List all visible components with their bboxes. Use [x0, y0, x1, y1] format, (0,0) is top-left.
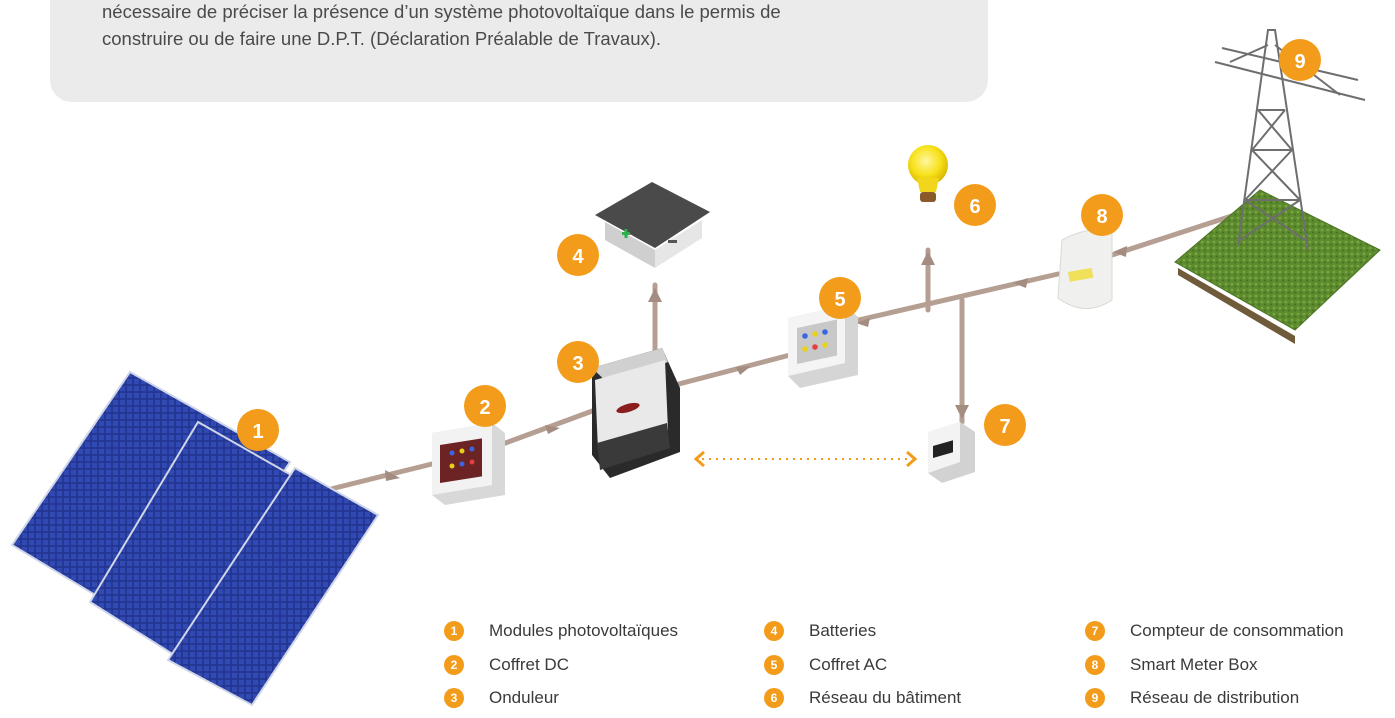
power-pylon [1174, 29, 1381, 344]
legend-number: 4 [764, 621, 784, 641]
legend-label: Réseau de distribution [1130, 688, 1300, 707]
svg-text:8: 8 [1096, 206, 1107, 228]
legend-item-5: 5 Coffret AC [764, 655, 887, 675]
legend-label: Modules photovoltaïques [489, 621, 679, 640]
cable-arrows [385, 246, 1127, 481]
diagram-badges: 1 2 3 4 5 6 7 8 9 [237, 39, 1321, 451]
legend-label: Coffret AC [809, 655, 888, 674]
svg-text:1: 1 [252, 421, 263, 443]
legend-number: 5 [764, 655, 784, 675]
legend-item-4: 4 Batteries [764, 621, 876, 641]
badge-8: 8 [1081, 194, 1123, 236]
intro-box: nécessaire de préciser la présence d’un … [50, 0, 988, 102]
legend-item-8: 8 Smart Meter Box [1085, 655, 1258, 675]
legend-number: 8 [1085, 655, 1105, 675]
legend-item-3: 3 Onduleur [444, 688, 559, 708]
legend-item-9: 9 Réseau de distribution [1085, 688, 1299, 708]
svg-text:5: 5 [834, 289, 845, 311]
svg-text:2: 2 [479, 397, 490, 419]
badge-5: 5 [819, 277, 861, 319]
svg-text:6: 6 [969, 196, 980, 218]
data-link-arrow [693, 450, 918, 468]
legend-item-2: 2 Coffret DC [444, 655, 569, 675]
badge-9: 9 [1279, 39, 1321, 81]
legend-number: 7 [1085, 621, 1105, 641]
battery [595, 182, 710, 268]
legend-label: Smart Meter Box [1130, 655, 1258, 674]
intro-text: nécessaire de préciser la présence d’un … [102, 0, 962, 52]
intro-line-1: nécessaire de préciser la présence d’un … [102, 1, 781, 22]
badge-2: 2 [464, 385, 506, 427]
svg-text:3: 3 [572, 353, 583, 375]
inverter [592, 348, 680, 478]
legend-number: 6 [764, 688, 784, 708]
badge-3: 3 [557, 341, 599, 383]
legend-number: 1 [444, 621, 464, 641]
consumption-meter [928, 422, 975, 483]
legend-item-1: 1 Modules photovoltaïques [444, 621, 678, 641]
legend-number: 9 [1085, 688, 1105, 708]
svg-text:7: 7 [999, 416, 1010, 438]
legend-item-6: 6 Réseau du bâtiment [764, 688, 961, 708]
legend-label: Coffret DC [489, 655, 569, 674]
badge-4: 4 [557, 234, 599, 276]
legend-number: 3 [444, 688, 464, 708]
light-bulb-icon [908, 145, 948, 202]
legend-item-7: 7 Compteur de consommation [1085, 621, 1344, 641]
ac-box [788, 305, 858, 388]
legend-label: Batteries [809, 621, 877, 640]
badge-6: 6 [954, 184, 996, 226]
dc-box [432, 423, 505, 505]
svg-text:9: 9 [1294, 51, 1305, 73]
intro-line-2: construire ou de faire une D.P.T. (Décla… [102, 28, 662, 49]
legend-label: Réseau du bâtiment [809, 688, 962, 707]
legend-number: 2 [444, 655, 464, 675]
solar-panels [10, 370, 380, 707]
smart-meter-box [1057, 229, 1113, 309]
badge-7: 7 [984, 404, 1026, 446]
svg-text:4: 4 [572, 246, 584, 268]
legend-label: Onduleur [489, 688, 559, 707]
cable-inverter-ac [672, 352, 793, 388]
legend-label: Compteur de consommation [1130, 621, 1344, 640]
badge-1: 1 [237, 409, 279, 451]
